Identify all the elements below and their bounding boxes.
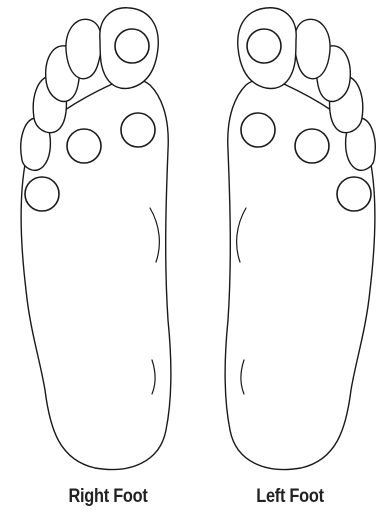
right-foot-caption: Right Foot: [48, 486, 168, 508]
right-foot-point-big-toe: [115, 29, 149, 63]
right-foot-toe-2: [66, 19, 102, 78]
left-foot-point-ball-center: [295, 129, 329, 163]
left-foot-point-big-toe: [247, 29, 281, 63]
right-foot-point-ball-inner: [121, 113, 155, 147]
left-foot-caption: Left Foot: [230, 486, 350, 508]
right-foot-point-ball-center: [67, 129, 101, 163]
left-foot-point-ball-outer: [337, 177, 371, 211]
right-foot: [21, 8, 171, 470]
left-foot-toe-2: [294, 19, 330, 78]
left-foot: [225, 8, 375, 470]
left-foot-point-ball-inner: [241, 113, 275, 147]
right-foot-point-ball-outer: [25, 177, 59, 211]
